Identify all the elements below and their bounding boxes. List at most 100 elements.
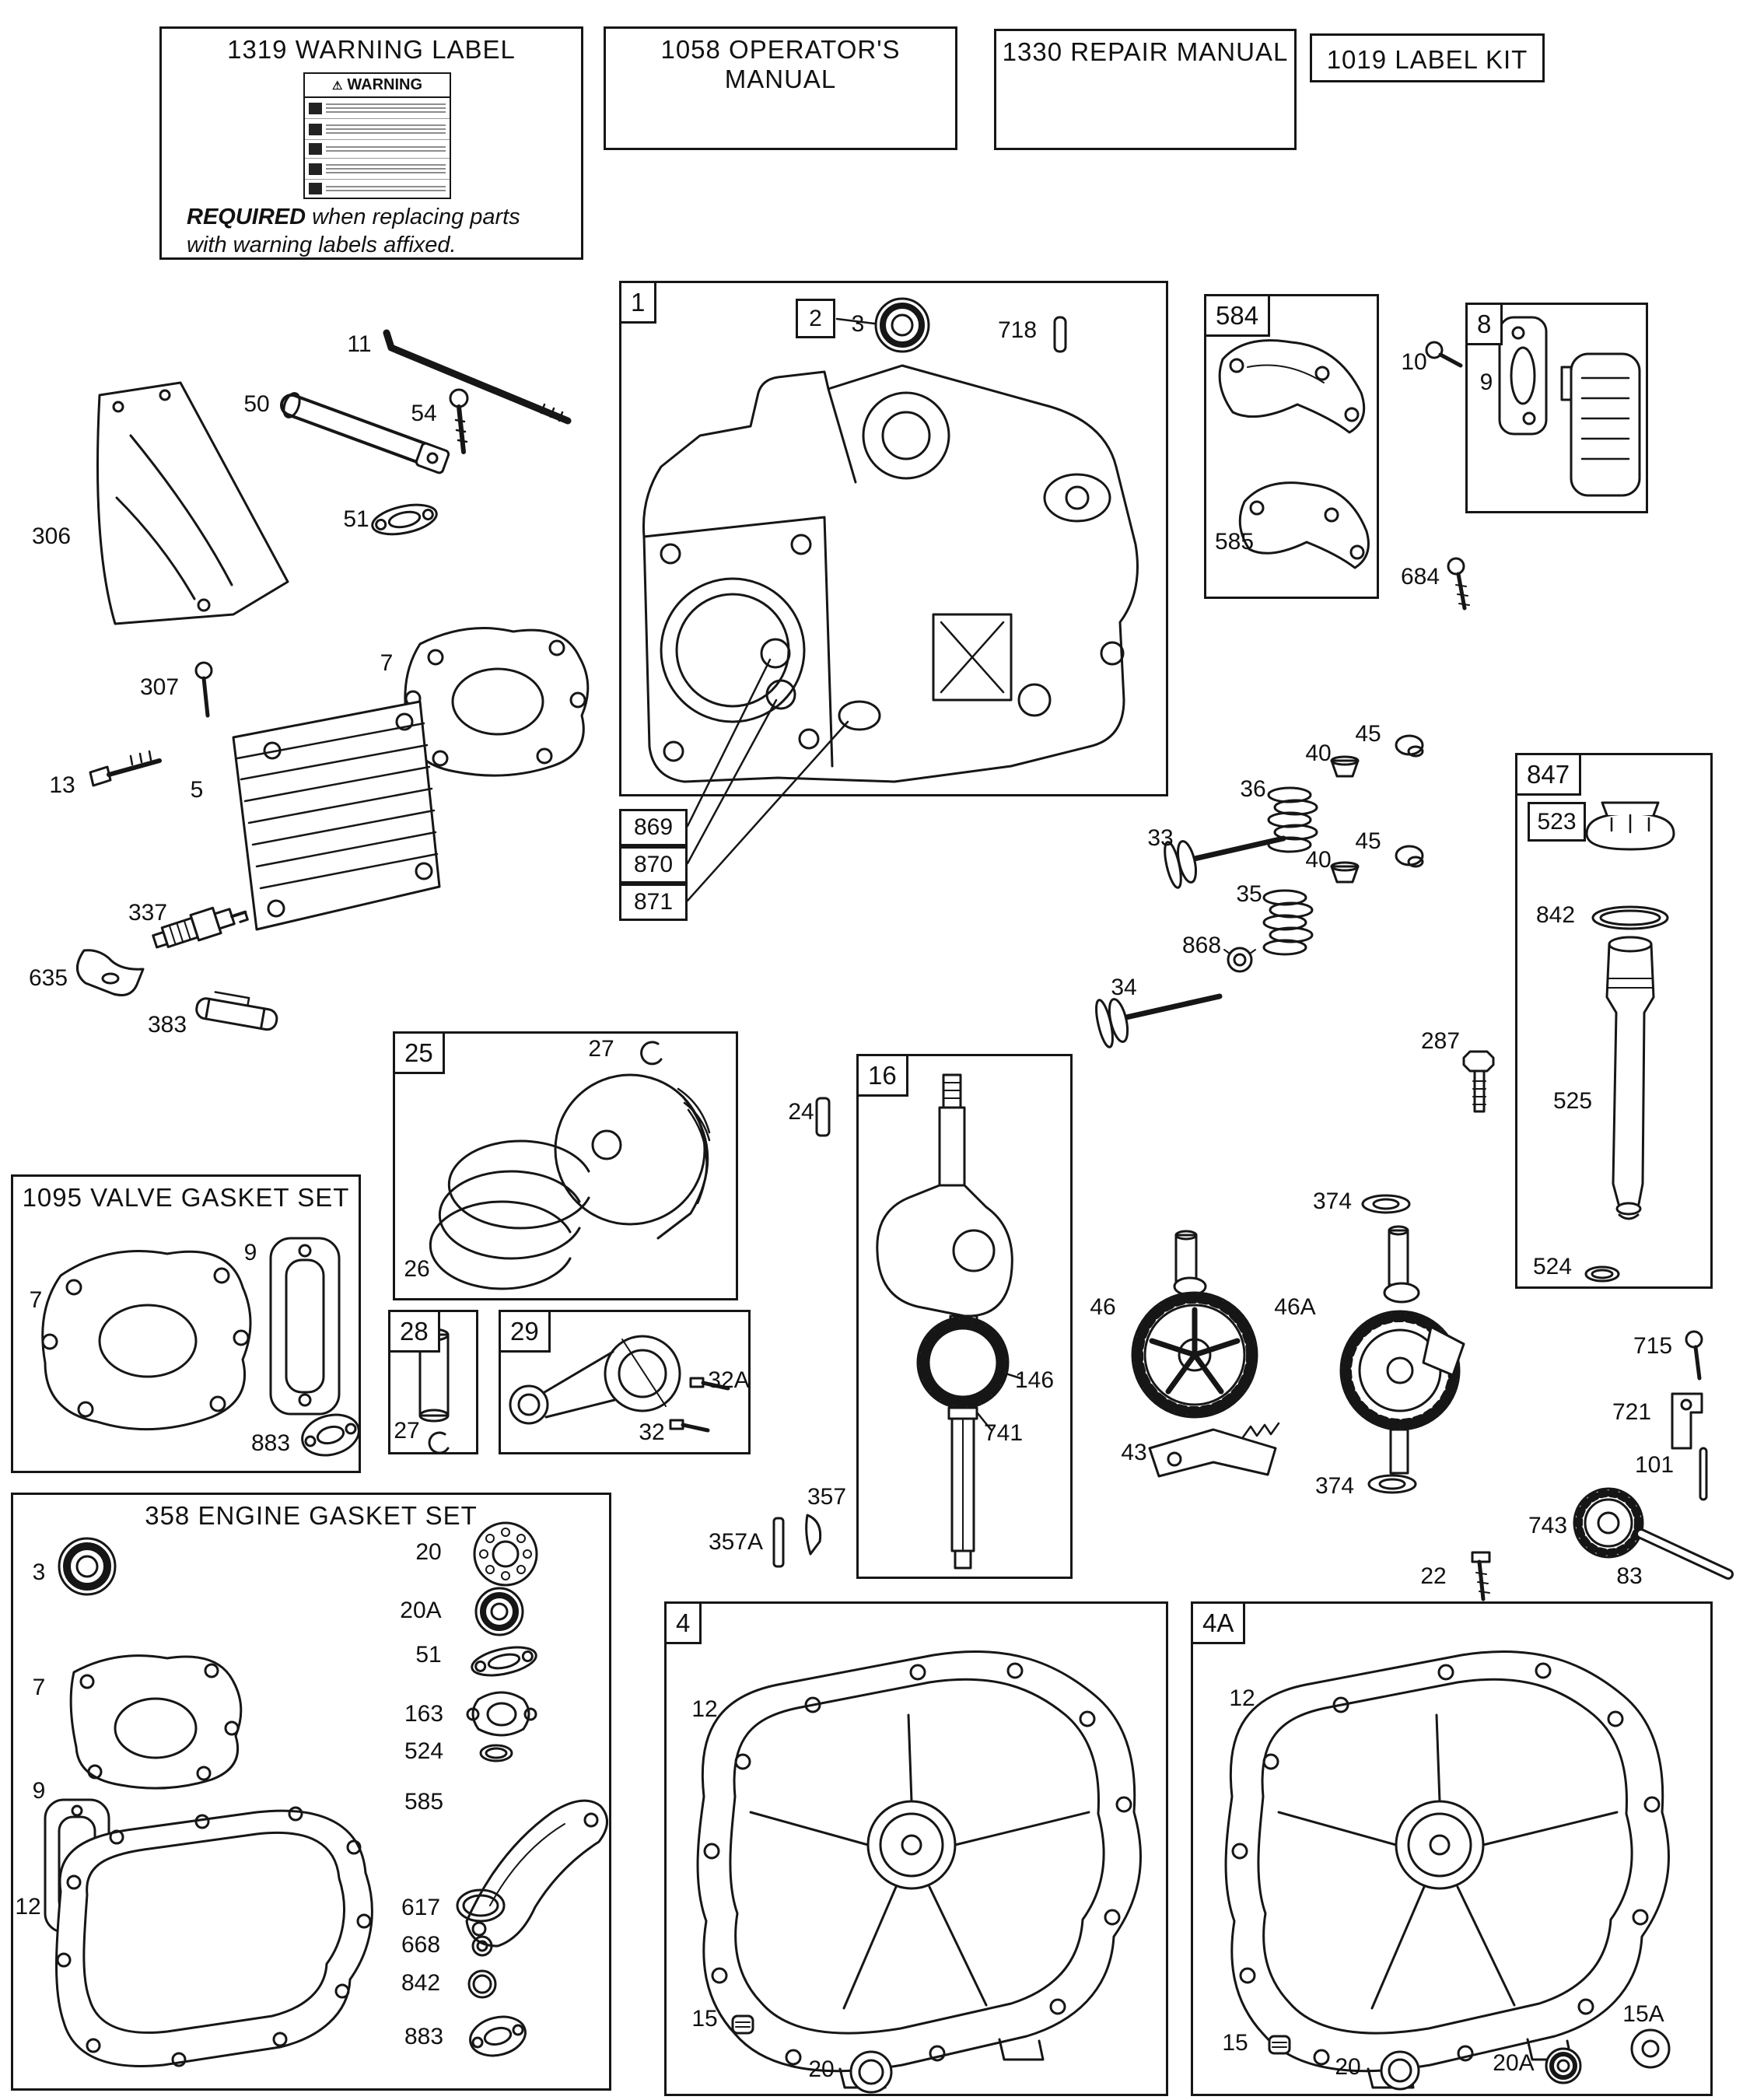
governor-43-art xyxy=(1148,1422,1280,1478)
pin-clip-27-art xyxy=(640,1041,663,1066)
retainer-868-art xyxy=(1223,947,1256,973)
crankshaft-art xyxy=(876,1073,1013,1570)
head-gasket-7-art xyxy=(404,627,590,777)
valve-spring-35-art xyxy=(1262,889,1314,956)
warning-row-lines xyxy=(326,184,446,194)
seal-3-set-art xyxy=(58,1537,117,1596)
valve-spring-36-art xyxy=(1267,786,1318,853)
gasket-7-set-art xyxy=(69,1654,243,1790)
required-note-line2: with warning labels affixed. xyxy=(187,233,457,258)
valve-gasket-9-art xyxy=(269,1237,341,1416)
gear-743-art xyxy=(1573,1487,1644,1559)
valve-gasket-7-art xyxy=(41,1250,252,1431)
screw-22-art xyxy=(1471,1551,1491,1601)
gasket-584-art xyxy=(1218,339,1366,434)
warning-label-kit-title: 1319 WARNING LABEL xyxy=(227,35,516,64)
washer-668-art xyxy=(471,1935,493,1957)
oring-524-set-art xyxy=(479,1744,513,1762)
warning-row-lines xyxy=(326,144,446,154)
shaft-83-art xyxy=(1636,1528,1734,1580)
seal-20A-4A-art xyxy=(1545,2047,1582,2084)
seal-20A-set-art xyxy=(474,1587,524,1636)
screw-684-art xyxy=(1447,557,1470,611)
repair-manual-title: 1330 REPAIR MANUAL xyxy=(1002,37,1289,66)
thrust-washer-374-bottom-art xyxy=(1367,1474,1417,1494)
warning-row-icon xyxy=(309,123,322,135)
valve-cap-45-top-art xyxy=(1395,734,1424,758)
oil-sump-4-art xyxy=(696,1650,1142,2094)
gasket-585-art xyxy=(1238,481,1370,569)
thrust-washer-374-top-art xyxy=(1361,1194,1411,1214)
breather-tube-art xyxy=(280,392,450,474)
exhaust-valve-34-art xyxy=(1095,993,1223,1048)
label-kit: 1019 LABEL KIT xyxy=(1310,33,1545,82)
warning-row-icon xyxy=(309,143,322,155)
camshaft-46-art xyxy=(1131,1230,1258,1419)
plug-15-4A-art xyxy=(1268,2035,1291,2055)
screw-307-art xyxy=(194,661,213,718)
warning-triangle-icon: ⚠ xyxy=(331,79,343,93)
warning-label-kit: 1319 WARNING LABEL ⚠ WARNING REQUIRED wh… xyxy=(159,26,583,260)
exhaust-gasket-9-art xyxy=(1498,316,1548,436)
warning-row-lines xyxy=(326,122,446,136)
wrist-pin-art xyxy=(418,1328,450,1423)
label-kit-title: 1019 LABEL KIT xyxy=(1326,45,1528,74)
warning-label-header: ⚠ WARNING xyxy=(305,74,450,98)
oring-524-art xyxy=(1584,1265,1620,1283)
warning-row-icon xyxy=(309,163,322,175)
warning-label-row xyxy=(305,140,450,159)
warning-label-row xyxy=(305,180,450,198)
oring-842-set-art xyxy=(467,1969,497,1999)
piston-rings-art xyxy=(429,1139,590,1290)
gasket-585-set-art xyxy=(465,1799,608,1948)
screw-54-art xyxy=(449,388,469,454)
bearing-20-set-art xyxy=(473,1521,538,1587)
valve-cap-45-bottom-art xyxy=(1395,845,1424,868)
cylinder-head-art xyxy=(232,700,441,931)
valve-gasket-883-art xyxy=(301,1413,360,1457)
intake-valve-33-art xyxy=(1164,835,1286,889)
pin-clip-28-art xyxy=(428,1431,450,1454)
plug-15-art xyxy=(731,2014,754,2035)
dowel-718-art xyxy=(1053,316,1067,353)
bolt-10-art xyxy=(1425,341,1463,368)
screw-715-art xyxy=(1685,1330,1703,1381)
operators-manual-kit: 1058 OPERATOR'S MANUAL xyxy=(604,26,957,150)
oring-842-art xyxy=(1591,905,1669,930)
bearing-20-art xyxy=(849,2050,893,2094)
bearing-20-4A-art xyxy=(1380,2050,1420,2091)
spark-plug-boot-art xyxy=(76,949,145,996)
dipstick-tube-525-art xyxy=(1605,936,1655,1220)
grommet-15A-art xyxy=(1630,2028,1671,2069)
bolt-287-art xyxy=(1462,1050,1495,1113)
warning-label-row xyxy=(305,119,450,140)
bolt-13-art xyxy=(89,750,162,787)
oil-sump-4A-art xyxy=(1224,1650,1671,2091)
warning-label-row xyxy=(305,159,450,180)
gasket-51-art xyxy=(371,503,438,536)
oring-617-art xyxy=(456,1888,506,1923)
heat-shield-art xyxy=(96,381,289,625)
gasket-163-art xyxy=(466,1691,537,1737)
key-24-art xyxy=(815,1097,831,1137)
spark-plug-art xyxy=(152,906,249,949)
key-357-art xyxy=(805,1514,822,1556)
valve-retainer-40-top-art xyxy=(1330,755,1360,778)
gauge-383-art xyxy=(195,991,278,1031)
pin-101-art xyxy=(1699,1447,1708,1501)
oil-fill-cap-523-art xyxy=(1585,801,1675,851)
warning-label-graphic: ⚠ WARNING xyxy=(303,72,451,199)
cylinder-assembly-art xyxy=(642,364,1139,783)
bracket-721-art xyxy=(1671,1392,1703,1450)
required-note: REQUIRED when replacing parts with warni… xyxy=(187,203,520,260)
oil-fill-tube-art xyxy=(383,329,572,425)
sump-gasket-12-art xyxy=(55,1806,373,2068)
warning-row-lines xyxy=(326,101,446,115)
gasket-51-set-art xyxy=(471,1646,537,1677)
key-357A-art xyxy=(772,1517,785,1568)
repair-manual-kit: 1330 REPAIR MANUAL xyxy=(994,29,1297,150)
warning-label-row xyxy=(305,98,450,119)
gasket-883-set-art xyxy=(469,2015,527,2057)
